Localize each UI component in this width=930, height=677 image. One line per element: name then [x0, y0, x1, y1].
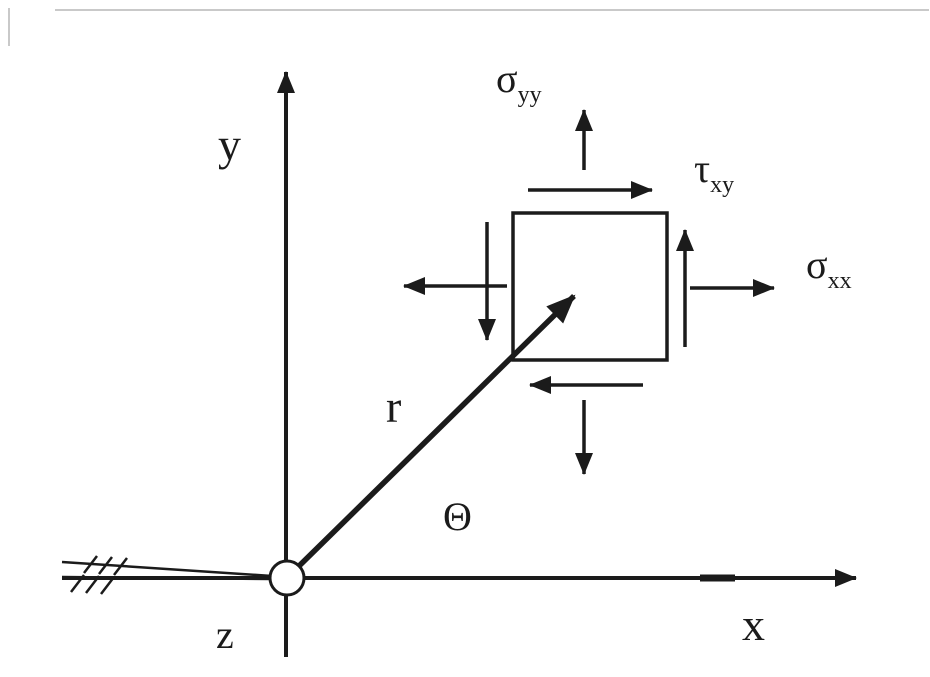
hatch-mark	[85, 575, 100, 594]
sigma-xx-label: σxx	[806, 242, 852, 294]
crack-upper-face	[61, 560, 273, 578]
y-axis-label: y	[218, 119, 241, 170]
hatch-mark	[70, 574, 85, 593]
sigma-xx-subscript: xx	[828, 268, 852, 294]
hatch-mark	[113, 557, 128, 576]
hatch-mark	[98, 556, 113, 575]
scan-border	[8, 8, 929, 46]
hatch-mark	[100, 576, 115, 595]
r-label: r	[386, 381, 401, 432]
tau-xy-label: τxy	[694, 146, 734, 198]
tau-xy-symbol: τ	[694, 146, 710, 191]
stress-element-square	[511, 211, 669, 362]
stress-arrows	[403, 109, 775, 475]
origin-circle	[268, 559, 306, 597]
sigma-yy-symbol: σ	[496, 56, 518, 101]
z-axis-label: z	[216, 612, 234, 657]
theta-label: Θ	[443, 494, 472, 539]
sigma-yy-label: σyy	[496, 56, 542, 108]
crack-faces	[61, 555, 273, 595]
tau-xy-subscript: xy	[710, 172, 734, 198]
r-vector-arrow	[296, 294, 576, 569]
sigma-xx-symbol: σ	[806, 242, 828, 287]
x-axis-label: x	[742, 599, 765, 650]
hatch-mark	[83, 555, 98, 574]
sigma-yy-subscript: yy	[518, 82, 542, 108]
